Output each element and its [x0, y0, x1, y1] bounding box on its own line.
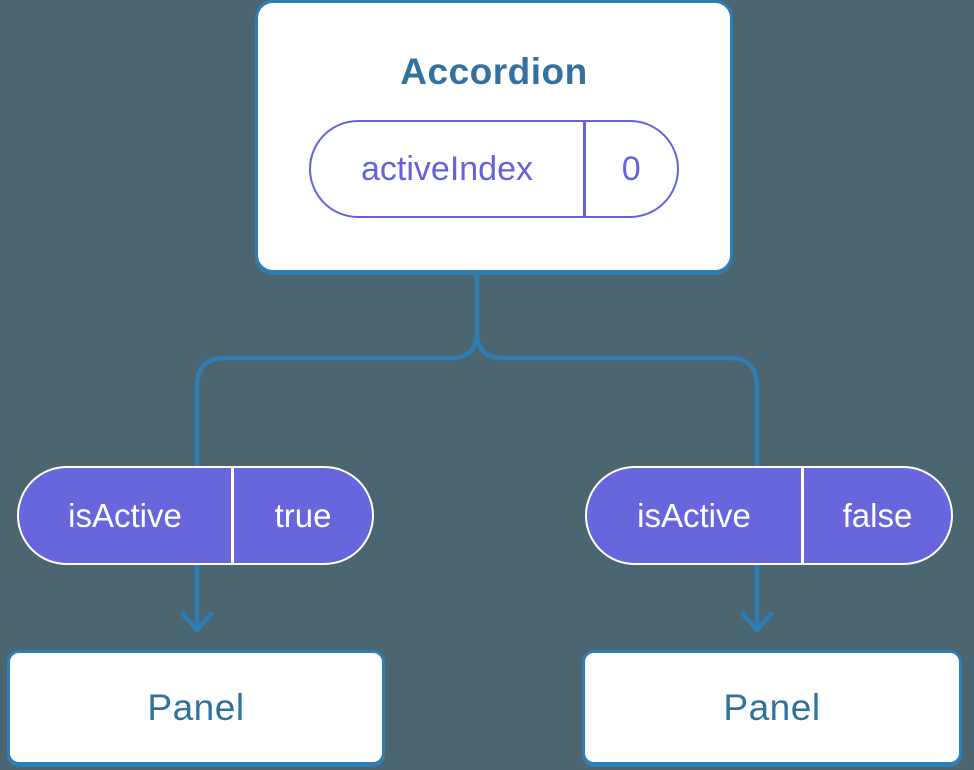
panel-component-card-right: Panel	[582, 650, 962, 765]
panel-title: Panel	[147, 686, 245, 728]
prop-value: false	[842, 496, 913, 534]
state-pill: activeIndex 0	[309, 120, 679, 219]
component-title: Accordion	[400, 51, 588, 92]
prop-name: isActive	[637, 496, 751, 534]
connector-right-branch	[474, 259, 760, 631]
panel-component-card-left: Panel	[7, 650, 385, 765]
state-pill-divider	[583, 122, 586, 217]
prop-pill-right: isActive false	[585, 466, 953, 565]
prop-value: true	[274, 496, 332, 534]
state-value: 0	[621, 149, 641, 188]
prop-pill-divider	[801, 468, 804, 563]
prop-pill-divider	[231, 468, 234, 563]
arrowhead-left-icon	[180, 611, 214, 633]
connector-left-branch	[194, 259, 480, 631]
panel-title: Panel	[723, 686, 821, 728]
accordion-component-card: Accordion activeIndex 0	[255, 0, 733, 273]
prop-name: isActive	[68, 496, 182, 534]
prop-pill-left: isActive true	[17, 466, 374, 565]
state-name: activeIndex	[361, 149, 533, 188]
arrowhead-right-icon	[740, 611, 774, 633]
